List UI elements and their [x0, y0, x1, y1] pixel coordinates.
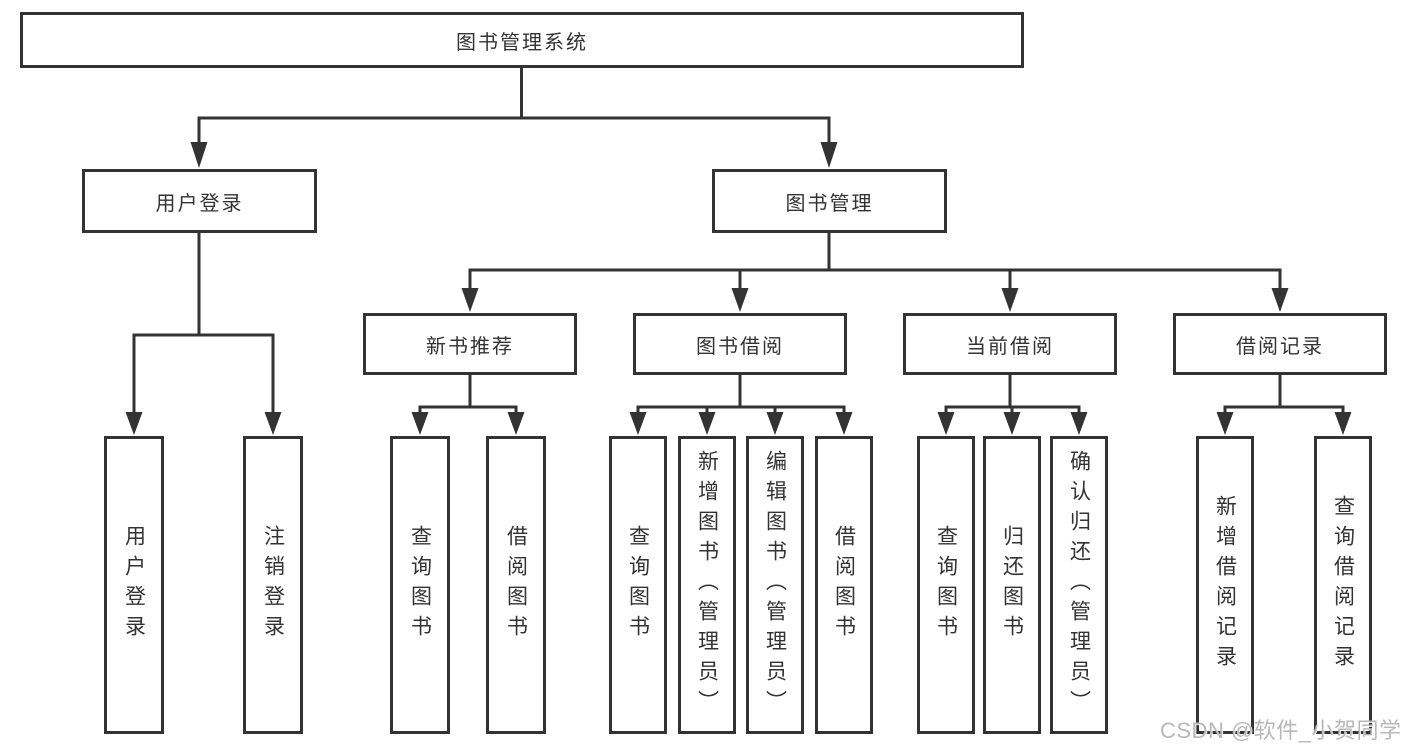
leaf-current-query-books: 查询图书 — [917, 436, 975, 734]
leaf-borrowing-add-books-admin: 新增图书（管理员） — [678, 436, 736, 734]
node-borrowing-records: 借阅记录 — [1173, 313, 1387, 375]
node-book-borrowing: 图书借阅 — [633, 313, 847, 375]
leaf-newbook-borrow-books: 借阅图书 — [486, 436, 546, 734]
leaf-logout: 注销登录 — [243, 436, 303, 734]
node-library-management-system: 图书管理系统 — [20, 12, 1024, 68]
node-user-login: 用户登录 — [82, 169, 317, 233]
node-new-book-recommend: 新书推荐 — [363, 313, 577, 375]
leaf-records-add-record: 新增借阅记录 — [1196, 436, 1254, 734]
watermark-csdn: CSDN @软件_小贺同学 — [1160, 718, 1402, 743]
node-book-management: 图书管理 — [712, 169, 947, 233]
leaf-current-return-books: 归还图书 — [983, 436, 1041, 734]
leaf-records-query-record: 查询借阅记录 — [1314, 436, 1372, 734]
leaf-newbook-query-books: 查询图书 — [390, 436, 450, 734]
leaf-borrowing-borrow-books: 借阅图书 — [815, 436, 873, 734]
leaf-user-login: 用户登录 — [104, 436, 164, 734]
node-current-borrowing: 当前借阅 — [903, 313, 1117, 375]
leaf-borrowing-edit-books-admin: 编辑图书（管理员） — [746, 436, 804, 734]
leaf-borrowing-query-books: 查询图书 — [609, 436, 667, 734]
leaf-current-confirm-return-admin: 确认归还（管理员） — [1050, 436, 1108, 734]
